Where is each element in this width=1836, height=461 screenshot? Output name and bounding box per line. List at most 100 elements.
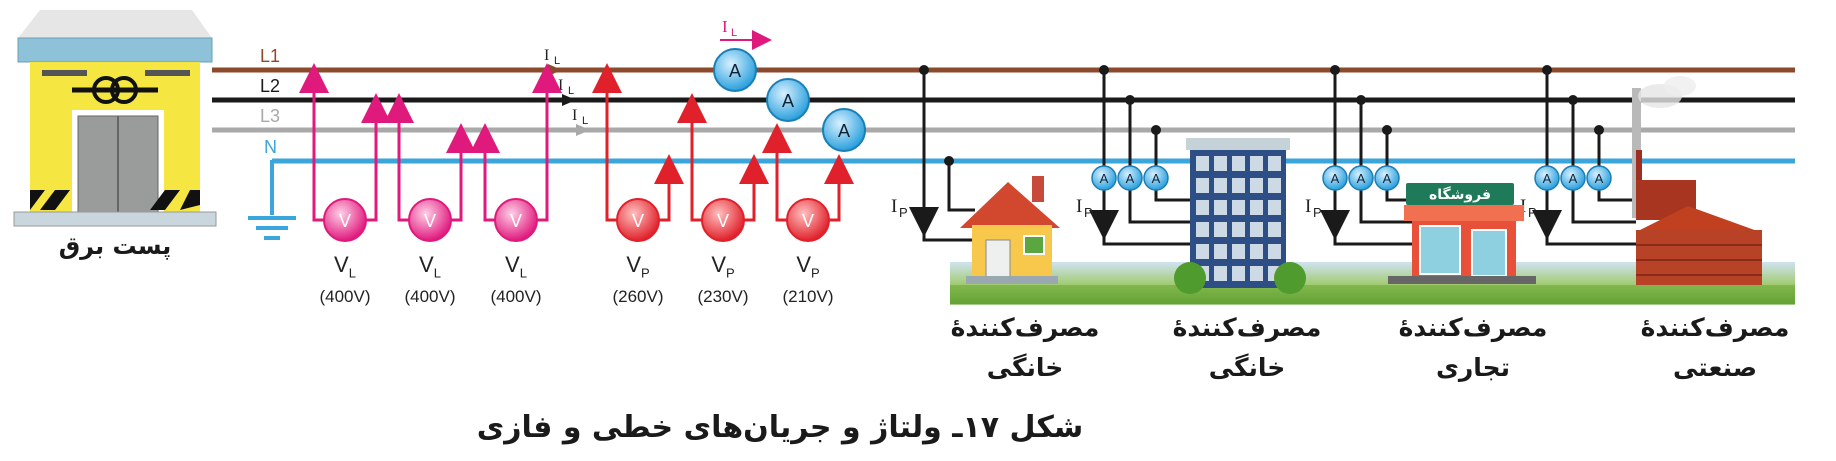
- line-current-label: I: [572, 107, 577, 124]
- ground-symbol-icon: [248, 160, 296, 240]
- current-arrow-icon: [576, 124, 590, 136]
- voltage-value: (400V): [490, 287, 542, 307]
- voltage-symbol-main: V: [505, 252, 520, 277]
- voltage-symbol: VL: [390, 252, 470, 286]
- phase-voltage-label: VP(210V): [768, 252, 848, 308]
- consumer-type: مصرف‌کنندهٔ: [950, 313, 1100, 342]
- ammeter-symbol: A: [1100, 171, 1109, 186]
- voltage-symbol-main: V: [711, 252, 726, 277]
- substation-label: پست برق: [58, 232, 172, 260]
- ammeter-icon: [822, 108, 866, 152]
- feeder-wires: IPAAAIPAAAIPAAAIP: [891, 65, 1636, 246]
- line-current-sub: L: [582, 115, 588, 127]
- consumer-type: مصرف‌کنندهٔ: [1640, 313, 1790, 342]
- phase-current-sub: P: [1084, 205, 1093, 220]
- voltage-symbol: VL: [476, 252, 556, 286]
- current-arrow-icon: [562, 94, 576, 106]
- phase-current-sub: P: [1528, 205, 1537, 220]
- ammeter-symbol: A: [1569, 171, 1578, 186]
- voltmeter-symbol: V: [802, 211, 814, 231]
- substation: [13, 10, 217, 227]
- line-name-label: L2: [260, 76, 280, 96]
- consumer-label-residential-1: مصرف‌کنندهٔ خانگی: [930, 308, 1120, 388]
- phase-current-label: I: [1076, 196, 1082, 217]
- voltage-value: (260V): [612, 287, 664, 307]
- voltmeter-symbol: V: [424, 211, 436, 231]
- ammeter-icon: [1348, 165, 1374, 191]
- line-current-label: I: [722, 17, 728, 36]
- phase-current-sub: P: [1313, 205, 1322, 220]
- voltmeter-icon: [701, 198, 745, 242]
- shop-building: فروشگاه: [1388, 183, 1536, 284]
- consumer-label-commercial: مصرف‌کنندهٔ تجاری: [1378, 308, 1568, 388]
- shop-sign: [1406, 183, 1514, 205]
- ammeter-icon: [1143, 165, 1169, 191]
- office-building: [1174, 138, 1306, 294]
- voltmeter-icon: [616, 198, 660, 242]
- voltage-symbol-sub: L: [519, 265, 527, 281]
- ammeter-icon: [713, 48, 757, 92]
- voltmeter-icon: [323, 198, 367, 242]
- voltage-symbol: VP: [768, 252, 848, 286]
- voltage-symbol-sub: L: [348, 265, 356, 281]
- figure-caption: شکل ۱۷ـ ولتاژ و جریان‌های خطی و فازی: [476, 410, 1084, 445]
- phase-current-label: I: [891, 196, 897, 217]
- voltmeter-icon: [408, 198, 452, 242]
- line-current-label: I: [558, 77, 563, 94]
- voltage-value: (400V): [319, 287, 371, 307]
- ammeter-icon: [1117, 165, 1143, 191]
- phase-current-label: I: [1305, 196, 1311, 217]
- ammeter-icon: [766, 78, 810, 122]
- voltage-symbol-main: V: [796, 252, 811, 277]
- transformer-icon: [92, 76, 120, 104]
- consumer-type: مصرف‌کنندهٔ: [1398, 313, 1548, 342]
- ammeter-symbol: A: [1331, 171, 1340, 186]
- line-current-sub: L: [554, 55, 560, 67]
- voltage-symbol-sub: L: [433, 265, 441, 281]
- voltage-value: (400V): [404, 287, 456, 307]
- voltage-value: (210V): [782, 287, 834, 307]
- voltmeter-icon: [786, 198, 830, 242]
- voltage-symbol-main: V: [419, 252, 434, 277]
- consumer-label-industrial: مصرف‌کنندهٔ صنعتی: [1620, 308, 1810, 388]
- voltage-symbol-main: V: [334, 252, 349, 277]
- ammeter-symbol: A: [838, 121, 850, 141]
- line-current-sub: L: [568, 85, 574, 97]
- voltage-symbol-sub: P: [726, 265, 735, 281]
- consumer-label-residential-2: مصرف‌کنندهٔ خانگی: [1152, 308, 1342, 388]
- voltmeter-icon: [494, 198, 538, 242]
- shop-sign-text: فروشگاه: [1429, 186, 1491, 203]
- ammeter-icon: [1091, 165, 1117, 191]
- ammeter-symbol: A: [1543, 171, 1552, 186]
- consumer-type: مصرف‌کنندهٔ: [1172, 313, 1322, 342]
- phase-voltage-label: VP (260V): [598, 252, 678, 308]
- factory-building: [1632, 76, 1762, 285]
- line-name-label: N: [264, 137, 277, 157]
- voltage-symbol-main: V: [626, 252, 641, 277]
- phase-voltage-label: VP (230V): [683, 252, 763, 308]
- ammeter-icon: [1586, 165, 1612, 191]
- ammeter-icon: [1322, 165, 1348, 191]
- ammeter-icon: [1560, 165, 1586, 191]
- line-current-sub: L: [731, 27, 737, 39]
- voltage-symbol: VL: [305, 252, 385, 286]
- voltmeter-symbol: V: [717, 211, 729, 231]
- line-current-label: I: [544, 47, 549, 64]
- ammeter-symbol: A: [1383, 171, 1392, 186]
- consumer-kind: صنعتی: [1673, 353, 1757, 382]
- ammeter-icon: [1534, 165, 1560, 191]
- ammeter-symbol: A: [1152, 171, 1161, 186]
- line-voltage-label: VL(400V): [476, 252, 556, 308]
- ammeter-symbol: A: [729, 61, 741, 81]
- voltage-symbol-sub: P: [641, 265, 650, 281]
- voltmeter-symbol: V: [510, 211, 522, 231]
- line-name-label: L3: [260, 106, 280, 126]
- voltage-value: (230V): [697, 287, 749, 307]
- line-name-label: L1: [260, 46, 280, 66]
- consumer-kind: خانگی: [986, 353, 1064, 382]
- ammeter-symbol: A: [1595, 171, 1604, 186]
- voltage-symbol-sub: P: [811, 265, 820, 281]
